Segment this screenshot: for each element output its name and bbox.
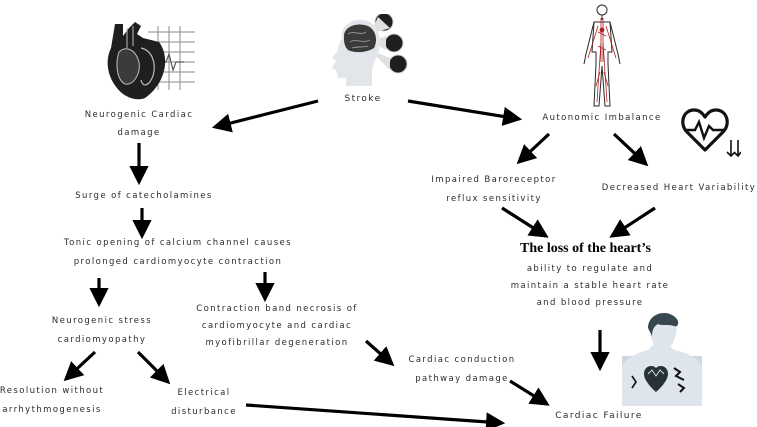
arrow-stress-to-resolution (63, 350, 97, 382)
arrow-impaired-to-loss (501, 206, 549, 238)
neurogenic-cardiac-damage-label: Neurogenic Cardiac damage (84, 110, 194, 138)
heart-rate-down-icon (681, 108, 741, 158)
surge-catecholamines-label: Surge of catecholamines (75, 191, 213, 201)
cardiac-conduction-label: Cardiac conduction pathway damage (408, 355, 516, 384)
contraction-band-necrosis-label: Contraction band necrosis of cardiomyocy… (196, 304, 358, 348)
impaired-baroreceptor-label: Impaired Baroreceptor reflux sensitivity (431, 175, 557, 204)
arrow-autonomic-to-hrv (612, 132, 649, 167)
arrow-stroke-to-autonomic (407, 99, 523, 126)
heart-anatomy-icon (107, 22, 195, 100)
arrow-necrosis-to-conduction (364, 339, 395, 367)
stroke-label: Stroke (344, 94, 382, 104)
loss-of-heart-text: ability to regulate and maintain a stabl… (510, 264, 670, 308)
arrow-autonomic-to-impaired (516, 132, 551, 165)
person-chest-pain-icon (622, 312, 702, 406)
brain-head-icon (332, 14, 408, 87)
resolution-label: Resolution without arrhythmogenesis (0, 386, 105, 415)
arrow-stroke-to-cardiac (211, 99, 319, 133)
autonomic-imbalance-label: Autonomic Imbalance (542, 113, 662, 123)
vascular-body-icon (583, 4, 621, 107)
arrow-stress-to-electrical (136, 350, 171, 385)
electrical-disturbance-label: Electrical disturbance (171, 388, 237, 417)
arrow-electrical-to-failure (245, 403, 506, 427)
neurogenic-stress-label: Neurogenic stress cardiomyopathy (51, 316, 153, 345)
arrow-conduction-to-failure (509, 379, 550, 406)
loss-of-heart-title: The loss of the heart’s (520, 241, 651, 256)
arrow-hrv-to-loss (609, 206, 656, 238)
cardiac-failure-label: Cardiac Failure (555, 411, 643, 421)
decreased-heart-variability-label: Decreased Heart Variability (601, 183, 757, 193)
tonic-opening-label: Tonic opening of calcium channel causes … (64, 238, 292, 267)
